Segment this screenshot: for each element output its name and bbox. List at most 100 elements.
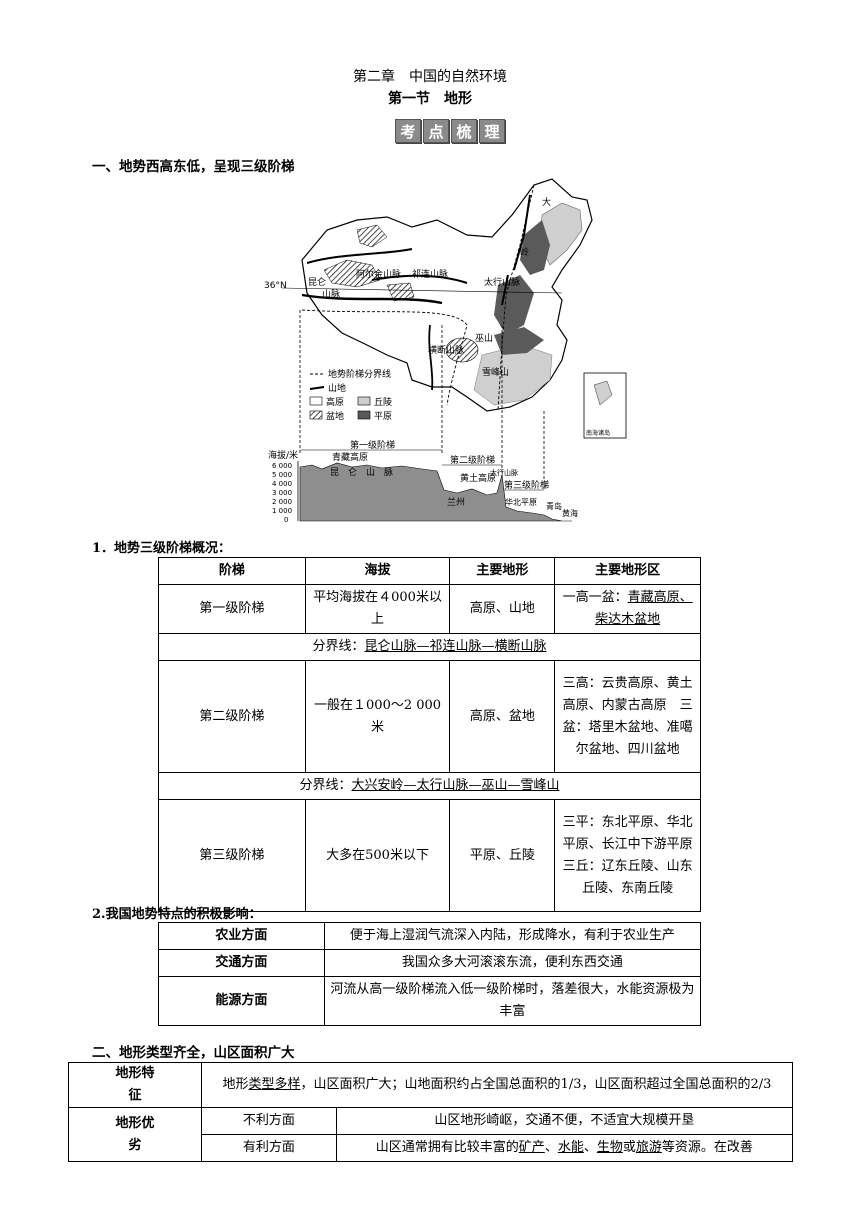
part2-heading: 二、地形类型齐全，山区面积广大 <box>92 1045 295 1061</box>
legend-boundary: 地势阶梯分界线 <box>328 368 391 380</box>
elev-cell: 平均海拔在４000米以上 <box>304 584 451 634</box>
profile-ylabel: 海拔/米 <box>268 449 298 461</box>
aspect-cell: 能源方面 <box>158 976 325 1026</box>
kunlun-line <box>301 293 443 305</box>
steps-table: 阶梯 海拔 主要地形 主要地形区 第一级阶梯 平均海拔在４000米以上 高原、山… <box>158 557 706 912</box>
table-row: 第一级阶梯 平均海拔在４000米以上 高原、山地 一高一盆：青藏高原、柴达木盆地 <box>158 584 701 634</box>
feature-label-cell: 地形特征 <box>68 1062 202 1108</box>
table2-title: 2.我国地势特点的积极影响： <box>92 907 262 922</box>
table-row: 交通方面 我国众多大河滚滚东流，便利东西交通 <box>158 949 702 977</box>
label-da: 大 <box>542 196 551 208</box>
step-cell: 第二级阶梯 <box>158 660 306 773</box>
table1-title: 1．地势三级阶梯概况： <box>92 541 232 556</box>
daxinganling-line <box>513 194 531 271</box>
profile-terrain <box>299 462 572 522</box>
badge-char: 梳 <box>451 119 477 143</box>
profile-huabei: 华北平原 <box>505 497 537 507</box>
profile-step3: 第三级阶梯 <box>504 479 549 491</box>
table-row: 地形优劣 不利方面 山区地形崎岖，交通不便，不适宜大规模开垦 <box>68 1107 794 1162</box>
legend-label: 山地 <box>328 382 346 394</box>
svg-text:3 000: 3 000 <box>272 489 292 497</box>
merit-label-cell: 地形优劣 <box>68 1107 202 1162</box>
legend-label: 丘陵 <box>374 397 392 408</box>
label-kunlun-short: 昆仑 <box>308 276 326 288</box>
part1-heading: 一、地势西高东低，呈现三级阶梯 <box>92 159 295 175</box>
legend-label: 平原 <box>374 411 392 422</box>
divider-row: 分界线：大兴安岭—太行山脉—巫山—雪峰山 <box>158 772 701 800</box>
label-altun: 阿尔金山脉 <box>356 268 401 280</box>
terrain-cell: 平原、丘陵 <box>449 799 556 912</box>
svg-text:1 000: 1 000 <box>272 507 292 515</box>
legend-label: 高原 <box>326 396 344 408</box>
sichuan-basin <box>445 337 479 363</box>
table-header-row: 阶梯 海拔 主要地形 主要地形区 <box>158 557 701 585</box>
aspect-cell: 农业方面 <box>158 922 325 950</box>
qaidam-basin <box>386 282 415 302</box>
step-boundary-1 <box>301 309 468 406</box>
profile-yellow-sea: 黄海 <box>562 508 578 518</box>
table-row: 能源方面 河流从高一级阶梯流入低一级阶梯时，落差很大，水能资源极为丰富 <box>158 976 702 1026</box>
regions-cell: 一高一盆：青藏高原、柴达木盆地 <box>554 584 701 634</box>
taihang-line <box>501 274 509 306</box>
step-cell: 第一级阶梯 <box>158 584 306 634</box>
profile-qingdao: 青岛 <box>546 501 562 511</box>
legend-basin-swatch <box>309 410 323 420</box>
svg-text:2 000: 2 000 <box>272 498 292 506</box>
lat-36-line <box>281 287 563 294</box>
terrain-figure: 36°N 大 岭 阿尔金山脉 祁连山脉 昆仑 山脉 太行山脉 巫山 横断山脉 雪… <box>264 178 627 524</box>
impacts-table: 农业方面 便于海上湿润气流深入内陆，形成降水，有利于农业生产 交通方面 我国众多… <box>158 922 702 1026</box>
table-row: 有利方面 山区通常拥有比较丰富的矿产、水能、生物或旅游等资源。在改善 <box>69 1134 794 1162</box>
svg-text:4 000: 4 000 <box>272 480 292 488</box>
feature-text-cell: 地形类型多样，山区面积广大；山地面积约占全国总面积的1/3，山区面积超过全国总面… <box>200 1062 794 1108</box>
south-sea-label: 南海诸岛 <box>586 429 610 437</box>
col-header: 海拔 <box>304 557 451 585</box>
col-header: 主要地形 <box>449 557 556 585</box>
pos-text-cell: 山区通常拥有比较丰富的矿产、水能、生物或旅游等资源。在改善 <box>335 1134 794 1162</box>
profile-taihang: 太行山脉 <box>490 468 518 477</box>
regions-cell: 三平：东北平原、华北平原、长江中下游平原 三丘：辽东丘陵、山东丘陵、东南丘陵 <box>554 799 706 912</box>
divider-cell: 分界线：大兴安岭—太行山脉—巫山—雪峰山 <box>158 772 701 800</box>
qilian-line <box>371 274 468 284</box>
yangtze-plain <box>494 327 544 355</box>
profile-qinghai-tibet: 青藏高原 <box>332 451 368 463</box>
divider-row: 分界线：昆仑山脉—祁连山脉—横断山脉 <box>158 633 701 661</box>
legend-plateau-swatch <box>309 396 323 406</box>
profile-yticks: 6 000 5 000 4 000 3 000 2 000 1 000 0 <box>272 462 292 524</box>
terrain-cell: 高原、山地 <box>449 584 556 634</box>
regions-cell: 三高：云贵高原、黄土高原、内蒙古高原 三盆：塔里木盆地、准噶尔盆地、四川盆地 <box>554 660 701 773</box>
label-ling: 岭 <box>520 246 529 258</box>
legend-mountain-swatch <box>309 386 325 390</box>
profile-loess: 黄土高原 <box>460 472 496 484</box>
divider-cell: 分界线：昆仑山脉—祁连山脉—横断山脉 <box>158 633 701 661</box>
table-row: 第三级阶梯 大多在500米以下 平原、丘陵 三平：东北平原、华北平原、长江中下游… <box>158 799 706 912</box>
label-taihang: 太行山脉 <box>484 276 520 288</box>
label-hengduan: 横断山脉 <box>428 344 464 356</box>
badge-char: 点 <box>423 119 449 143</box>
tianshan-line <box>306 248 413 264</box>
table-row: 第二级阶梯 一般在１000～2 000米 高原、盆地 三高：云贵高原、黄土高原、… <box>158 660 701 773</box>
svg-text:6 000: 6 000 <box>272 462 292 470</box>
table-row: 农业方面 便于海上湿润气流深入内陆，形成降水，有利于农业生产 <box>158 922 702 950</box>
step-cell: 第三级阶梯 <box>158 799 306 912</box>
pos-label-cell: 有利方面 <box>200 1134 337 1162</box>
col-header: 主要地形区 <box>554 557 701 585</box>
table-row: 地形特征 地形类型多样，山区面积广大；山地面积约占全国总面积的1/3，山区面积超… <box>68 1062 794 1108</box>
neg-text-cell: 山区地形崎岖，交通不便，不适宜大规模开垦 <box>335 1107 794 1135</box>
svg-text:5 000: 5 000 <box>272 471 292 479</box>
badge-char: 理 <box>479 119 505 143</box>
effect-cell: 便于海上湿润气流深入内陆，形成降水，有利于农业生产 <box>323 922 702 950</box>
aspect-cell: 交通方面 <box>158 949 325 977</box>
label-xuefeng: 雪峰山 <box>482 367 509 378</box>
label-wu: 巫山 <box>475 333 493 344</box>
legend-label: 盆地 <box>326 410 344 422</box>
elev-cell: 一般在１000～2 000米 <box>304 660 451 773</box>
section-title: 第一节 地形 <box>388 91 472 107</box>
profile-step2: 第二级阶梯 <box>450 454 495 466</box>
effect-cell: 我国众多大河滚滚东流，便利东西交通 <box>323 949 702 977</box>
elev-cell: 大多在500米以下 <box>304 799 451 912</box>
junggar-basin <box>356 224 388 248</box>
hengduan-line <box>428 324 434 391</box>
profile-kunlun: 昆 仑 山 脉 <box>330 466 393 478</box>
profile-lanzhou: 兰州 <box>447 496 465 508</box>
col-header: 阶梯 <box>158 557 306 585</box>
